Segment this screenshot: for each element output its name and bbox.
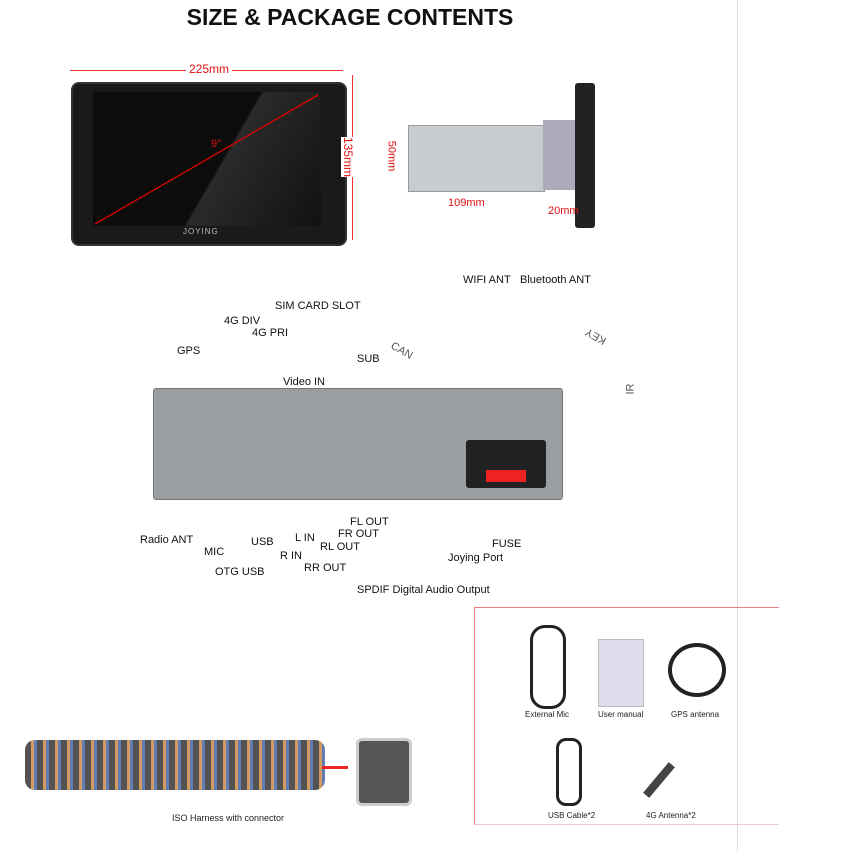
label-bluetooth-ant: Bluetooth ANT (520, 274, 591, 286)
label-sub: SUB (357, 353, 380, 365)
label-rl-out: RL OUT (320, 541, 360, 553)
label-4g-pri: 4G PRI (252, 327, 289, 339)
label-key: KEY (583, 325, 609, 347)
label-fuse: FUSE (492, 538, 522, 550)
manual-image (598, 639, 644, 707)
package-box (474, 607, 779, 825)
head-unit-side (408, 125, 545, 192)
label-usb: USB (251, 536, 274, 548)
label-4g-div: 4G DIV (224, 315, 261, 327)
label-l-in: L IN (295, 532, 315, 544)
package-item: 4G Antenna*2 (646, 811, 696, 820)
label-wifi-ant: WIFI ANT (463, 274, 511, 286)
package-item: USB Cable*2 (548, 811, 596, 820)
depth-label: 109mm (448, 197, 485, 209)
height-label: 135mm (341, 136, 356, 178)
label-rr-out: RR OUT (304, 562, 347, 574)
arrow-icon (322, 766, 348, 769)
iso-harness (25, 740, 325, 790)
depth-height-label: 50mm (385, 140, 398, 172)
width-label: 225mm (186, 62, 233, 76)
label-fl-out: FL OUT (350, 516, 389, 528)
page-title: SIZE & PACKAGE CONTENTS (186, 4, 514, 30)
brand-logo: JOYING (183, 227, 219, 236)
package-item: GPS antenna (671, 710, 720, 719)
mic-image (530, 625, 566, 709)
label-fr-out: FR OUT (338, 528, 379, 540)
head-unit-front: 9" JOYING (71, 82, 347, 246)
panel-label: 20mm (548, 205, 579, 217)
label-video-in: Video IN (283, 376, 325, 388)
label-joying-port: Joying Port (448, 552, 504, 564)
label-ir: IR (624, 383, 637, 395)
label-sim-card-slot: SIM CARD SLOT (275, 300, 361, 312)
joying-port (466, 440, 546, 488)
usb-cable-image (556, 738, 582, 806)
iso-connector (356, 738, 412, 806)
label-gps: GPS (177, 345, 201, 357)
head-unit-panel (575, 83, 595, 228)
label-otg-usb: OTG USB (215, 566, 265, 578)
gps-antenna-image (668, 643, 726, 697)
package-item: External Mic (525, 710, 570, 719)
label-r-in: R IN (280, 550, 302, 562)
label-radio-ant: Radio ANT (140, 534, 194, 546)
diagonal-label: 9" (211, 138, 222, 150)
package-item: User manual (598, 710, 644, 719)
right-divider (737, 0, 738, 851)
label-mic: MIC (204, 546, 225, 558)
label-can: CAN (388, 339, 415, 363)
diagonal-line (94, 94, 319, 225)
label-spdif: SPDIF Digital Audio Output (357, 584, 490, 596)
harness-caption: ISO Harness with connector (172, 813, 285, 823)
